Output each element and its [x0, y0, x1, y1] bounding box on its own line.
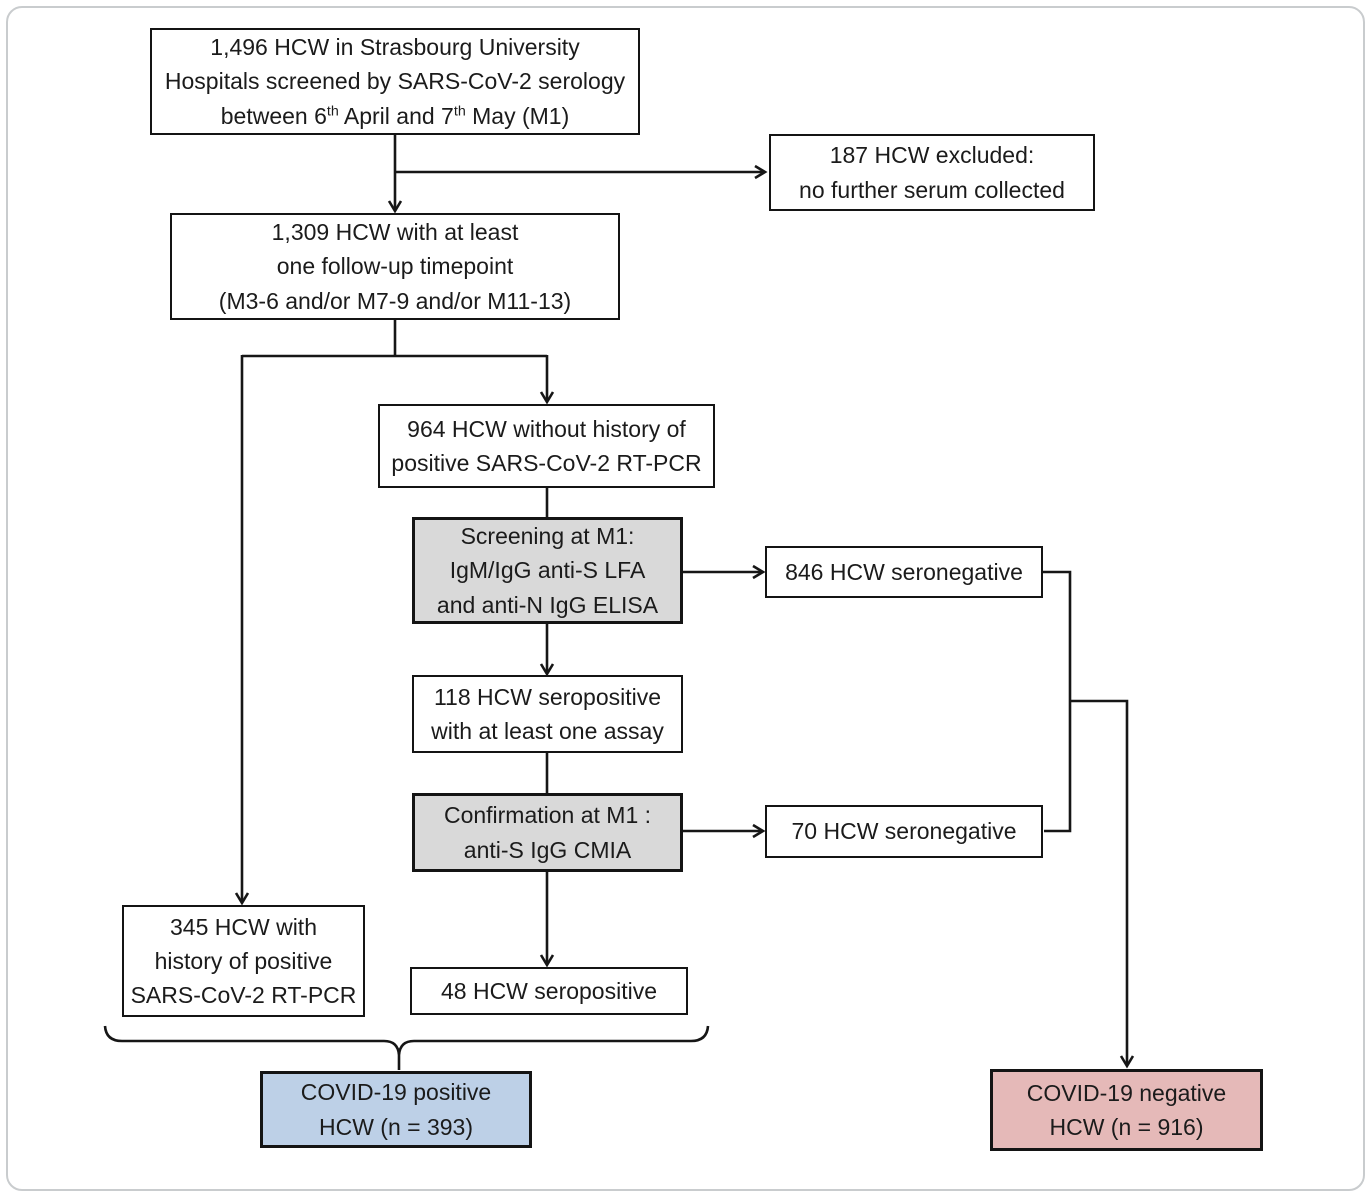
node-text: anti-S IgG CMIA [463, 836, 632, 863]
node-covid-positive: COVID-19 positive HCW (n = 393) [260, 1071, 532, 1148]
superscript: th [453, 102, 466, 119]
node-text: 1,309 HCW with at least [271, 219, 519, 246]
node-text: HCW (n = 393) [318, 1113, 473, 1140]
node-text: 118 HCW seropositive [433, 683, 662, 710]
node-screening-m1: Screening at M1: IgM/IgG anti-S LFA and … [412, 517, 683, 624]
node-text: 48 HCW seropositive [440, 977, 658, 1004]
node-187-excluded: 187 HCW excluded: no further serum colle… [769, 134, 1095, 211]
node-text: SARS-CoV-2 RT-PCR [130, 982, 357, 1009]
node-text: history of positive [154, 947, 333, 974]
node-text: one follow-up timepoint [276, 253, 514, 280]
node-text: positive SARS-CoV-2 RT-PCR [391, 450, 702, 476]
node-text: Hospitals screened by SARS-CoV-2 serolog… [164, 68, 626, 95]
node-text: COVID-19 positive [300, 1079, 492, 1106]
node-70-seronegative: 70 HCW seronegative [765, 805, 1043, 858]
superscript: th [326, 102, 339, 119]
node-covid-negative: COVID-19 negative HCW (n = 916) [990, 1069, 1263, 1151]
node-text: and anti-N IgG ELISA [436, 591, 659, 618]
node-1496-screened: 1,496 HCW in Strasbourg University Hospi… [150, 28, 640, 135]
node-text: 70 HCW seronegative [791, 818, 1017, 845]
node-345-history: 345 HCW with history of positive SARS-Co… [122, 905, 365, 1017]
node-text: with at least one assay [431, 718, 664, 744]
node-text: 846 HCW seronegative [785, 558, 1023, 585]
node-text: Confirmation at M1 : [443, 802, 652, 829]
node-846-seronegative: 846 HCW seronegative [765, 546, 1043, 598]
node-text: (M3-6 and/or M7-9 and/or M11-13) [218, 287, 572, 314]
node-1309-followup: 1,309 HCW with at least one follow-up ti… [170, 213, 620, 320]
node-48-seropositive: 48 HCW seropositive [410, 967, 688, 1015]
node-text: IgM/IgG anti-S LFA [449, 557, 646, 584]
node-text: 345 HCW with [170, 913, 317, 940]
connector-846-70-join [1043, 570, 1072, 833]
node-text: between 6th April and 7th May (M1) [220, 102, 570, 129]
node-text: HCW (n = 916) [1049, 1114, 1204, 1140]
node-text: 964 HCW without history of [407, 415, 686, 442]
node-text: no further serum collected [799, 176, 1065, 203]
node-text: COVID-19 negative [1026, 1079, 1227, 1106]
brace-positive-group [103, 1025, 710, 1070]
node-118-seropositive: 118 HCW seropositive with at least one a… [412, 675, 683, 753]
node-text: 187 HCW excluded: [829, 142, 1035, 169]
node-confirmation-m1: Confirmation at M1 : anti-S IgG CMIA [412, 793, 683, 872]
connector-join-to-negative [1070, 699, 1135, 1069]
node-text: Screening at M1: [460, 523, 635, 550]
node-964-no-history: 964 HCW without history of positive SARS… [378, 404, 715, 488]
node-text: 1,496 HCW in Strasbourg University [210, 34, 580, 61]
